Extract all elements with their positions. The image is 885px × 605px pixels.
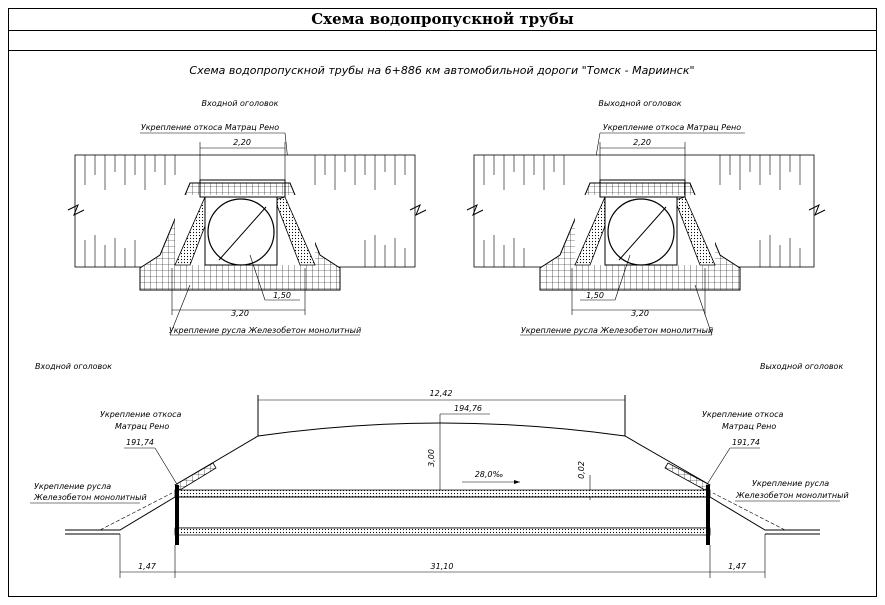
- plan-left-diameter: 1,50: [273, 291, 291, 300]
- plan-right: Выходной оголовок Укрепление откоса Матр…: [466, 99, 826, 336]
- profile-left-channel-1: Укрепление русла: [34, 482, 111, 491]
- plan-right-bottom-dim: 3,20: [631, 309, 649, 318]
- profile-right-heading: Выходной оголовок: [760, 362, 843, 371]
- profile-right-slope-2: Матрац Рено: [722, 422, 776, 431]
- profile-fill-height: 3,00: [427, 449, 436, 467]
- profile-left-slope-1: Укрепление откоса: [100, 410, 182, 419]
- plan-left-bottom-dim: 3,20: [231, 309, 249, 318]
- header-blank-row: [9, 30, 876, 51]
- profile-slope: 28,0‰: [475, 470, 504, 479]
- profile-left-heading: Входной оголовок: [35, 362, 112, 371]
- plan-left-slope-label: Укрепление откоса Матрац Рено: [141, 123, 279, 132]
- plan-right-slope-label: Укрепление откоса Матрац Рено: [603, 123, 741, 132]
- profile-left-apron: 1,47: [138, 562, 157, 571]
- profile-pipe-length: 31,10: [431, 562, 454, 571]
- plan-left-top-dim: 2,20: [233, 138, 251, 147]
- pipe-circle: [207, 198, 275, 266]
- profile-left-slope-2: Матрац Рено: [115, 422, 169, 431]
- profile-right-channel-2: Железобетон монолитный: [735, 491, 849, 500]
- profile-right-apron: 1,47: [728, 562, 747, 571]
- embankment-lines: [84, 155, 406, 267]
- plan-right-top-dim: 2,20: [633, 138, 651, 147]
- profile-crest-elev: 194,76: [454, 404, 482, 413]
- profile-top-width: 12,42: [430, 389, 453, 398]
- profile-right-slope-1: Укрепление откоса: [702, 410, 784, 419]
- page-title: Схема водопропускной трубы: [9, 9, 876, 31]
- plan-right-diameter: 1,50: [586, 291, 604, 300]
- profile-drop: 0,02: [577, 461, 586, 479]
- plan-left-heading: Входной оголовок: [202, 99, 279, 108]
- plan-right-channel-label: Укрепление русла Железобетон монолитный: [521, 326, 713, 335]
- profile-left-channel-2: Железобетон монолитный: [33, 493, 147, 502]
- profile-right-channel-1: Укрепление русла: [752, 479, 829, 488]
- drawing-frame: Схема водопропускной трубы: [8, 8, 877, 597]
- plan-left-channel-label: Укрепление русла Железобетон монолитный: [169, 326, 361, 335]
- plan-left: Входной оголовок Укрепление откоса Матра…: [67, 99, 427, 336]
- profile-right-elev: 191,74: [732, 438, 760, 447]
- profile-left-elev: 191,74: [126, 438, 154, 447]
- profile: Входной оголовок Выходной оголовок 12,42…: [30, 362, 849, 578]
- plan-right-heading: Выходной оголовок: [598, 99, 681, 108]
- drawing-title: Схема водопропускной трубы на 6+886 км а…: [189, 64, 694, 77]
